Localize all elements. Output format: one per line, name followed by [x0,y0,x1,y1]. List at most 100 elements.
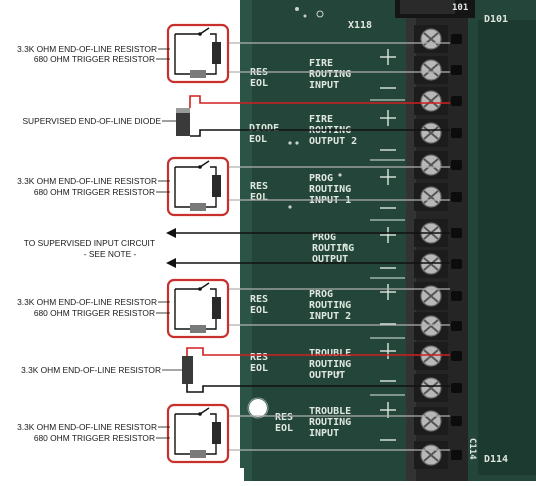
label-eol-resistor-3: 3.3K OHM END-OF-LINE RESISTOR [17,297,157,307]
screw-slot [423,381,439,395]
wire-11 [186,347,450,356]
terminal-screw-9 [414,282,462,310]
diode-bottom-label: D114 [484,454,508,465]
screw-slot [423,158,439,172]
silkscreen: X118 101 D101 D114 C114 RES EOL FIRE ROU… [249,3,508,465]
silk-prog-out-2: ROUTING [312,243,354,254]
silk-fire-in-2: ROUTING [309,69,351,80]
silk-prog-in2-3: INPUT 2 [309,311,351,322]
wire-entry-hole [451,192,462,202]
arrow-head-left [166,228,176,238]
label-diode: SUPERVISED END-OF-LINE DIODE [22,116,161,126]
terminal-screw-2 [414,56,462,84]
silk-diode-eol: EOL [249,134,267,145]
silk-prog-in1-2: ROUTING [309,184,351,195]
wires [166,42,450,451]
terminal-screw-3 [414,87,462,115]
eol-resistor-box-5 [166,403,230,464]
terminal-screw-11 [414,342,462,370]
terminal-screw-1 [414,25,462,53]
silk-fire-in-1: FIRE [309,58,333,69]
wire-entry-hole [451,291,462,301]
fragment-label: 101 [452,3,468,13]
silk-eol-2: EOL [250,192,268,203]
wire-entry-hole [451,160,462,170]
wire-3 [189,95,450,108]
wire-entry-hole [451,450,462,460]
terminal-screw-10 [414,312,462,340]
screw-slot [423,349,439,363]
silk-eol-5: EOL [275,423,293,434]
label-trigger-resistor-1: 680 OHM TRIGGER RESISTOR [34,54,155,64]
diode-top-label: D101 [484,14,508,25]
wire-entry-hole [451,65,462,75]
screw-slot [423,448,439,462]
silk-eol-1: EOL [250,78,268,89]
silk-fire-in-3: INPUT [309,80,339,91]
label-see-note: - SEE NOTE - [84,249,137,259]
smd-component-column [478,20,536,475]
wire-entry-hole [451,34,462,44]
label-eol-resistor-2: 3.3K OHM END-OF-LINE RESISTOR [17,176,157,186]
wire-entry-hole [451,128,462,138]
screw-slot [423,289,439,303]
silk-trouble-in-1: TROUBLE [309,406,351,417]
polarity-markers [370,49,405,441]
wire-entry-hole [451,383,462,393]
silk-trouble-in-2: ROUTING [309,417,351,428]
leader-lines [156,48,182,439]
terminal-screw-8 [414,250,462,278]
terminal-screw-4 [414,119,462,147]
silk-diode: DIODE [249,123,279,134]
connector-label: X118 [348,20,372,31]
silk-eol-4: EOL [250,363,268,374]
label-eol-resistor-4: 3.3K OHM END-OF-LINE RESISTOR [21,365,161,375]
silk-trouble-out-2: ROUTING [309,359,351,370]
silk-prog-in2-2: ROUTING [309,300,351,311]
screw-slot [423,319,439,333]
screw-slot [423,63,439,77]
label-trigger-resistor-5: 680 OHM TRIGGER RESISTOR [34,433,155,443]
wire-4 [190,129,450,137]
silk-prog-out-1: PROG [312,232,336,243]
eol-resistor-box-3 [166,278,230,339]
silk-fire-out-1: FIRE [309,114,333,125]
silk-prog-in2-1: PROG [309,289,333,300]
silk-eol-3: EOL [250,305,268,316]
silk-res-2: RES [250,181,268,192]
eol-diode [176,108,190,136]
screw-slot [423,414,439,428]
label-trigger-resistor-2: 680 OHM TRIGGER RESISTOR [34,187,155,197]
wire-entry-hole [451,96,462,106]
terminal-screw-6 [414,183,462,211]
arrow-head-left [166,258,176,268]
terminal-screw-5 [414,151,462,179]
label-trigger-resistor-3: 680 OHM TRIGGER RESISTOR [34,308,155,318]
callout-labels: 3.3K OHM END-OF-LINE RESISTOR 680 OHM TR… [17,44,161,443]
silk-prog-in1-1: PROG [309,173,333,184]
silk-res-5: RES [275,412,293,423]
capacitor-label: C114 [467,438,477,460]
eol-resistor-single [182,356,193,384]
screw-slot [423,94,439,108]
terminal-screw-12 [414,374,462,402]
label-eol-resistor-1: 3.3K OHM END-OF-LINE RESISTOR [17,44,157,54]
screw-slot [423,126,439,140]
wire-12 [186,384,450,393]
silk-res-3: RES [250,294,268,305]
wire-entry-hole [451,259,462,269]
silk-prog-out-3: OUTPUT [312,254,348,265]
label-eol-resistor-5: 3.3K OHM END-OF-LINE RESISTOR [17,422,157,432]
screw-slot [423,257,439,271]
silk-trouble-in-3: INPUT [309,428,339,439]
label-supervised-input: TO SUPERVISED INPUT CIRCUIT [24,238,155,248]
silk-res-4: RES [250,352,268,363]
wire-entry-hole [451,228,462,238]
wire-entry-hole [451,351,462,361]
silk-fire-out-3: OUTPUT 2 [309,136,357,147]
wire-entry-hole [451,416,462,426]
terminal-screws [414,25,462,469]
silk-trouble-out-3: OUTPUT [309,370,345,381]
